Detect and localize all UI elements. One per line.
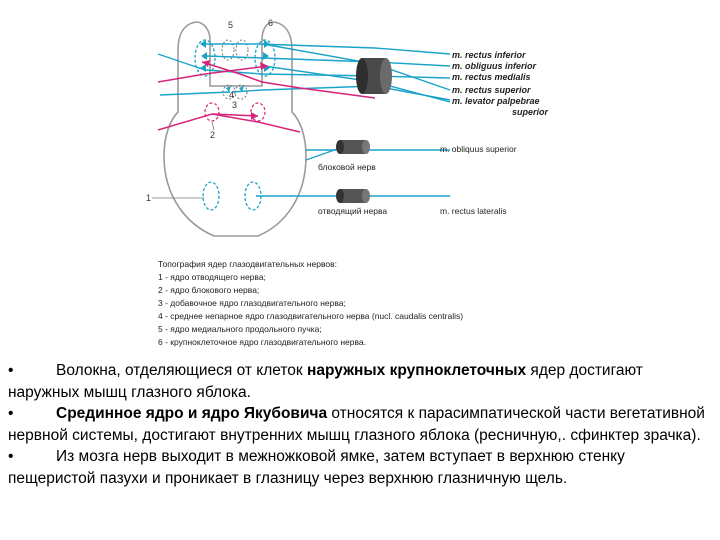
paragraph-bold-text: Срединное ядро и ядро Якубовича <box>56 405 327 422</box>
abducens-nerve-label: отводящий нерва <box>318 206 387 216</box>
trochlear-muscle-label: m. obliquus superior <box>440 144 517 154</box>
legend-item: 6 - крупноклеточное ядро глазодвигательн… <box>158 336 558 349</box>
paragraph-text: Волокна, отделяющиеся от клеток <box>56 362 307 379</box>
trochlear-nerve-bundle <box>336 140 370 154</box>
label-number-1: 1 <box>146 193 151 203</box>
paragraph-bold-text: наружных крупноклеточных <box>307 362 526 379</box>
muscle-label-rectus-superior: m. rectus superior <box>452 85 531 95</box>
label-number-4: 4 <box>229 90 234 100</box>
bullet-mark: • <box>8 403 56 425</box>
muscle-label-levator-palpebrae: m. levator palpebrae <box>452 96 540 106</box>
muscle-label-rectus-medialis: m. rectus medialis <box>452 72 531 82</box>
legend-item: 2 - ядро блокового нерва; <box>158 284 558 297</box>
bullet-paragraph-3: •Из мозга нерв выходит в межножковой ямк… <box>8 446 713 489</box>
muscle-label-obliquus-inferior: m. obliguus inferior <box>452 61 536 71</box>
muscle-label-rectus-inferior: m. rectus inferior <box>452 50 526 60</box>
label-number-6: 6 <box>268 18 273 28</box>
abducens-nerve-bundle <box>336 189 370 203</box>
legend-item: 1 - ядро отводящего нерва; <box>158 271 558 284</box>
legend-item: 3 - добавочное ядро глазодвигательного н… <box>158 297 558 310</box>
bullet-text-block: •Волокна, отделяющиеся от клеток наружны… <box>8 360 713 489</box>
trochlear-nerve-label: блоковой нерв <box>318 162 376 172</box>
label-number-2: 2 <box>210 130 215 140</box>
oculomotor-fibers <box>158 44 450 102</box>
nucleus-1-left <box>203 182 219 210</box>
bullet-paragraph-2: •Срединное ядро и ядро Якубовича относят… <box>8 403 713 446</box>
legend-item: 4 - среднее непарное ядро глазодвигатель… <box>158 310 558 323</box>
abducens-muscle-label: m. rectus lateralis <box>440 206 507 216</box>
nucleus-2-left <box>205 103 219 121</box>
muscle-label-superior: superior <box>512 107 549 117</box>
diagram-legend: Топография ядер глазодвигательных нервов… <box>158 258 558 349</box>
bullet-paragraph-1: •Волокна, отделяющиеся от клеток наружны… <box>8 360 713 403</box>
bullet-mark: • <box>8 360 56 382</box>
label-number-5: 5 <box>228 20 233 30</box>
label-number-3: 3 <box>232 100 237 110</box>
trochlear-fibers <box>158 62 375 132</box>
legend-item: 5 - ядро медиального продольного пучка; <box>158 323 558 336</box>
bullet-mark: • <box>8 446 56 468</box>
legend-title: Топография ядер глазодвигательных нервов… <box>158 258 558 271</box>
paragraph-text: Из мозга нерв выходит в межножковой ямке… <box>8 448 625 487</box>
oculomotor-nerve-bundle <box>356 58 392 94</box>
